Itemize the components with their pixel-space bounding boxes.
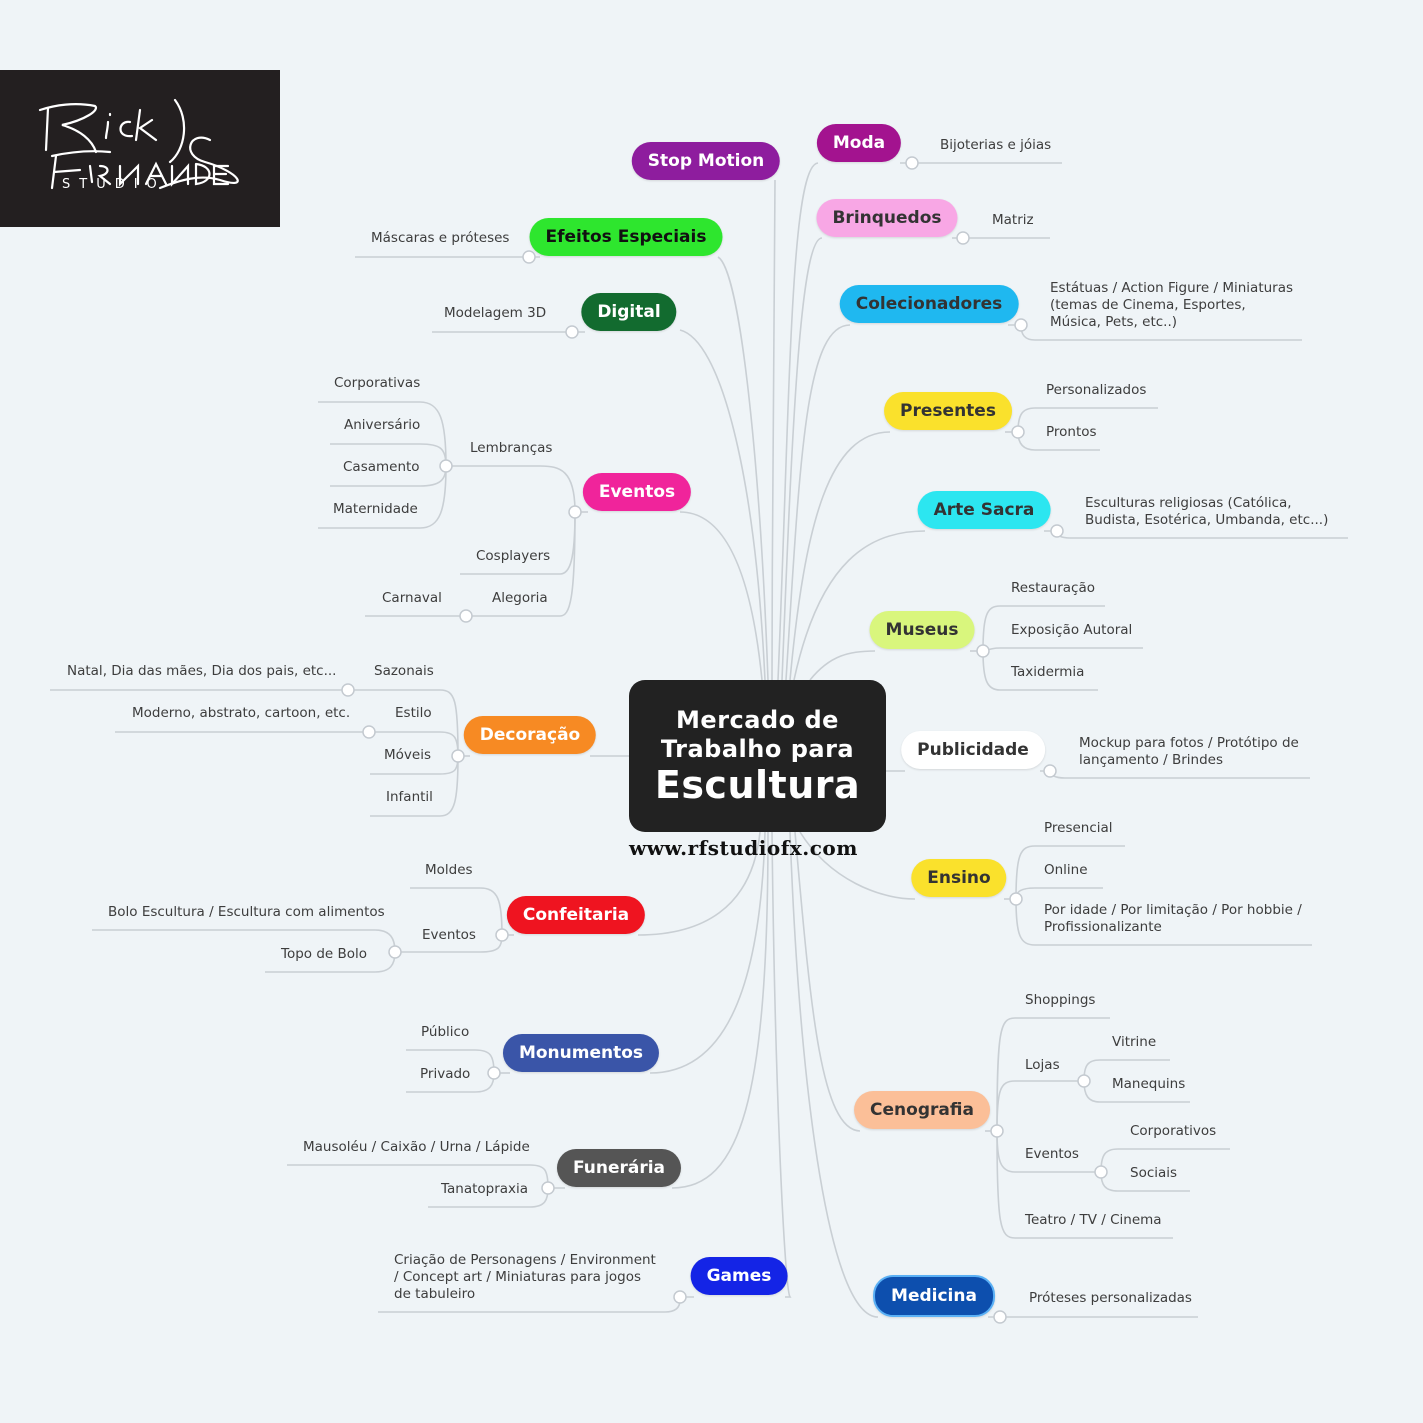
leaf-mascaras-proteses[interactable]: Máscaras e próteses	[371, 230, 510, 246]
branch-monumentos[interactable]: Monumentos	[502, 1034, 660, 1072]
leaf-infantil[interactable]: Infantil	[386, 789, 433, 805]
leaf-cosplayers[interactable]: Cosplayers	[476, 548, 551, 564]
leaf-corporativos[interactable]: Corporativos	[1130, 1123, 1217, 1139]
leaf-teatro-tv-cinema[interactable]: Teatro / TV / Cinema	[1025, 1212, 1162, 1228]
studio-logo: STUDIO	[0, 70, 280, 227]
leaf-cenografia-eventos[interactable]: Eventos	[1025, 1146, 1079, 1162]
branch-publicidade[interactable]: Publicidade	[901, 731, 1045, 769]
leaf-tanatopraxia[interactable]: Tanatopraxia	[441, 1181, 529, 1197]
leaf-modelagem-3d[interactable]: Modelagem 3D	[444, 305, 547, 321]
branch-colecionadores[interactable]: Colecionadores	[839, 285, 1019, 323]
leaf-shoppings[interactable]: Shoppings	[1025, 992, 1096, 1008]
leaf-manequins[interactable]: Manequins	[1112, 1076, 1186, 1092]
leaf-prontos[interactable]: Prontos	[1046, 424, 1097, 440]
leaf-personalizados[interactable]: Personalizados	[1046, 382, 1147, 398]
leaf-estatuas[interactable]: Estátuas / Action Figure / Miniaturas (t…	[1050, 280, 1294, 330]
branch-moda[interactable]: Moda	[816, 124, 902, 162]
leaf-estilo[interactable]: Estilo	[395, 705, 432, 721]
branch-eventos[interactable]: Eventos	[582, 473, 692, 511]
leaf-publico[interactable]: Público	[421, 1024, 470, 1040]
leaf-bijoterias[interactable]: Bijoterias e jóias	[940, 137, 1052, 153]
branch-confeitaria[interactable]: Confeitaria	[506, 896, 646, 934]
leaf-restauracao[interactable]: Restauração	[1011, 580, 1096, 596]
central-topic[interactable]: Mercado de Trabalho para Escultura	[629, 680, 886, 832]
branch-medicina[interactable]: Medicina	[873, 1275, 995, 1317]
central-topic-line2: Trabalho para	[660, 735, 855, 763]
leaf-exposicao-autoral[interactable]: Exposição Autoral	[1011, 622, 1133, 638]
leaf-mausoleu[interactable]: Mausoléu / Caixão / Urna / Lápide	[303, 1139, 530, 1155]
leaf-taxidermia[interactable]: Taxidermia	[1011, 664, 1085, 680]
leaf-presencial[interactable]: Presencial	[1044, 820, 1113, 836]
leaf-estilo-detail[interactable]: Moderno, abstrato, cartoon, etc.	[132, 705, 351, 721]
leaf-privado[interactable]: Privado	[420, 1066, 471, 1082]
branch-arte-sacra[interactable]: Arte Sacra	[917, 491, 1051, 529]
central-topic-line1: Mercado de	[676, 706, 839, 734]
branch-brinquedos[interactable]: Brinquedos	[816, 199, 958, 237]
logo-signature-icon	[38, 98, 239, 190]
leaf-mockup[interactable]: Mockup para fotos / Protótipo de lançame…	[1079, 735, 1299, 768]
leaf-moldes[interactable]: Moldes	[425, 862, 473, 878]
branch-efeitos-especiais[interactable]: Efeitos Especiais	[529, 218, 723, 256]
branch-funeraria[interactable]: Funerária	[556, 1149, 682, 1187]
central-topic-line3: Escultura	[654, 763, 861, 807]
leaf-topo-de-bolo[interactable]: Topo de Bolo	[281, 946, 368, 962]
leaf-bolo-escultura[interactable]: Bolo Escultura / Escultura com alimentos	[108, 904, 385, 920]
branch-decoracao[interactable]: Decoração	[463, 716, 597, 754]
leaf-esculturas-religiosas[interactable]: Esculturas religiosas (Católica, Budista…	[1085, 495, 1329, 528]
branch-museus[interactable]: Museus	[869, 611, 975, 649]
leaf-lojas[interactable]: Lojas	[1025, 1057, 1060, 1073]
leaf-alegoria[interactable]: Alegoria	[492, 590, 548, 606]
branch-digital[interactable]: Digital	[581, 293, 677, 331]
website-url: www.rfstudiofx.com	[629, 836, 858, 860]
leaf-por-idade[interactable]: Por idade / Por limitação / Por hobbie /…	[1044, 902, 1302, 935]
leaf-sociais[interactable]: Sociais	[1130, 1165, 1178, 1181]
branch-stop-motion[interactable]: Stop Motion	[631, 142, 781, 180]
leaf-criacao-personagens[interactable]: Criação de Personagens / Environment / C…	[394, 1252, 656, 1302]
leaf-corporativas[interactable]: Corporativas	[334, 375, 421, 391]
leaf-aniversario[interactable]: Aniversário	[344, 417, 421, 433]
leaf-sazonais[interactable]: Sazonais	[374, 663, 434, 679]
leaf-proteses-personalizadas[interactable]: Próteses personalizadas	[1029, 1290, 1192, 1306]
leaf-carnaval[interactable]: Carnaval	[382, 590, 442, 606]
leaf-lembrancas[interactable]: Lembranças	[470, 440, 553, 456]
branch-games[interactable]: Games	[690, 1257, 788, 1295]
leaf-casamento[interactable]: Casamento	[343, 459, 420, 475]
branch-ensino[interactable]: Ensino	[911, 859, 1007, 897]
branch-cenografia[interactable]: Cenografia	[854, 1091, 990, 1129]
leaf-online[interactable]: Online	[1044, 862, 1088, 878]
leaf-matriz[interactable]: Matriz	[992, 212, 1034, 228]
leaf-maternidade[interactable]: Maternidade	[333, 501, 418, 517]
leaf-vitrine[interactable]: Vitrine	[1112, 1034, 1157, 1050]
leaf-moveis[interactable]: Móveis	[384, 747, 431, 763]
leaf-confeitaria-eventos[interactable]: Eventos	[422, 927, 476, 943]
branch-presentes[interactable]: Presentes	[884, 392, 1012, 430]
logo-studio-text: STUDIO	[62, 177, 166, 192]
leaf-sazonais-detail[interactable]: Natal, Dia das mães, Dia dos pais, etc..…	[67, 663, 337, 679]
